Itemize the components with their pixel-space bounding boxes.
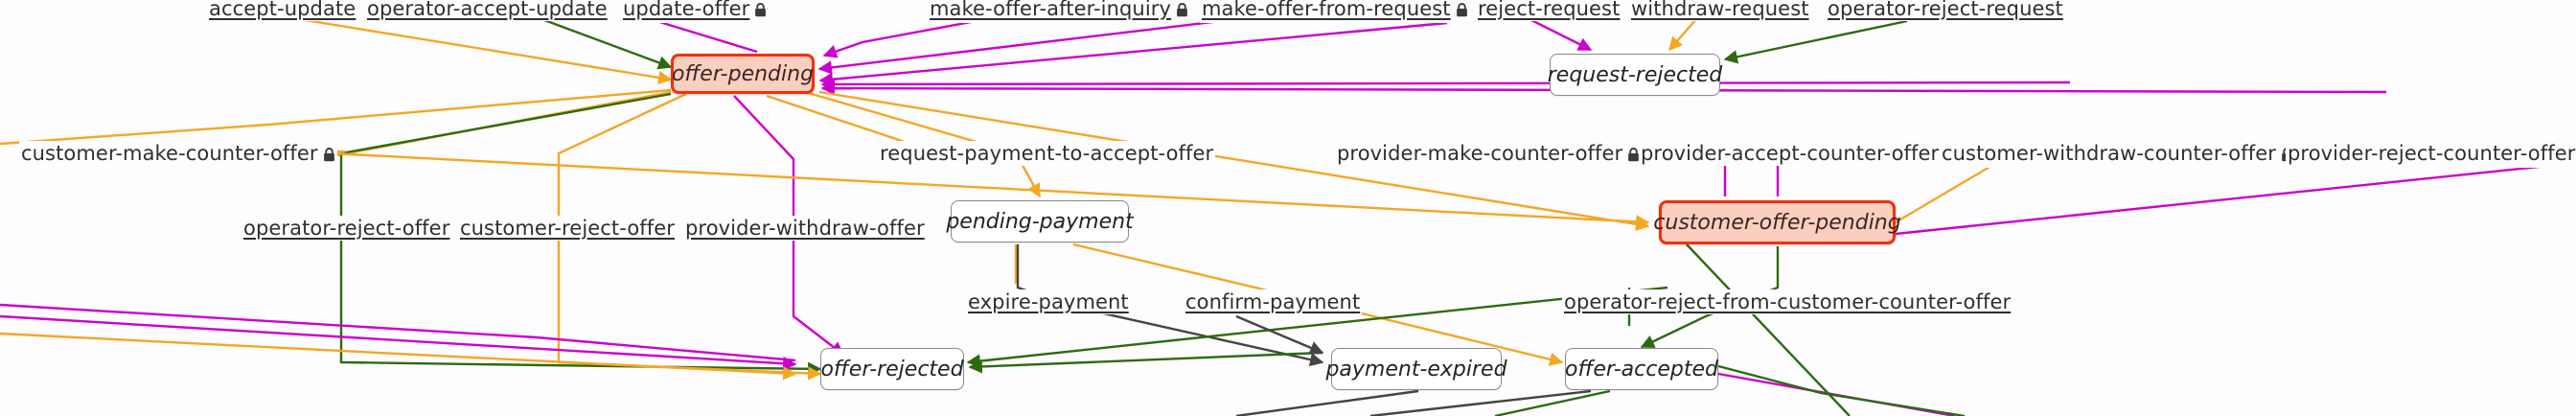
state-node-label: payment-expired (1325, 357, 1507, 381)
edge-reject-request (1529, 17, 1593, 52)
edge-cop-down-green (1686, 243, 1851, 416)
edge-customer-withdraw-counter-offer (0, 314, 797, 371)
state-node-label: customer-offer-pending (1653, 210, 1901, 235)
edge-label-text: customer-make-counter-offer (21, 142, 318, 165)
edge-label-text: operator-reject-offer (243, 217, 450, 240)
edge-label-make-offer-after-inquiry[interactable]: make-offer-after-inquiry (928, 0, 1191, 23)
state-node-offer-accepted[interactable]: offer-accepted (1565, 348, 1718, 390)
edge-label-provider-reject-counter-offer[interactable]: provider-reject-counter-offer (2286, 141, 2576, 168)
edge-label-text: withdraw-request (1631, 0, 1809, 20)
edge-left-in-orange (0, 88, 672, 146)
state-node-label: pending-payment (946, 209, 1134, 234)
edge-label-provider-withdraw-offer[interactable]: provider-withdraw-offer (683, 216, 927, 241)
edge-label-customer-reject-offer[interactable]: customer-reject-offer (458, 216, 678, 241)
edge-label-text: make-offer-from-request (1202, 0, 1451, 20)
edge-label-confirm-payment[interactable]: confirm-payment (1184, 289, 1363, 314)
state-node-customer-offer-pending[interactable]: customer-offer-pending (1653, 200, 1901, 244)
state-node-label: offer-rejected (820, 357, 964, 381)
edge-withdraw-request (1668, 18, 1697, 52)
edge-label-text: update-offer (623, 0, 750, 20)
edge-cop-to-offer-rejected (966, 286, 1668, 368)
edge-label-text: confirm-payment (1185, 290, 1361, 313)
state-node-label: offer-accepted (1565, 357, 1718, 381)
edge-update-offer (643, 15, 758, 54)
edge-label-operator-reject-request[interactable]: operator-reject-request (1826, 0, 2065, 21)
edge-oa-out-green-2 (1717, 364, 1966, 416)
lock-icon (1627, 143, 1640, 168)
edge-label-text: expire-payment (968, 290, 1129, 313)
state-node-payment-expired[interactable]: payment-expired (1325, 348, 1507, 390)
lock-icon (1176, 0, 1188, 23)
edge-label-text: provider-make-counter-offer (1337, 142, 1623, 165)
edge-oa-out-dark (1369, 389, 1592, 416)
state-node-request-rejected[interactable]: request-rejected (1547, 54, 1723, 96)
edge-label-operator-reject-from-customer-counter-offer[interactable]: operator-reject-from-customer-counter-of… (1562, 289, 2013, 314)
state-node-pending-payment[interactable]: pending-payment (946, 200, 1134, 243)
edge-provider-make-counter-offer (820, 77, 2071, 92)
edge-label-text: operator-reject-from-customer-counter-of… (1564, 290, 2012, 313)
edge-label-provider-accept-counter-offer[interactable]: provider-accept-counter-offer (1639, 141, 1942, 166)
state-node-offer-pending[interactable]: offer-pending (671, 54, 815, 94)
lock-icon (754, 0, 767, 23)
edge-label-text: provider-withdraw-offer (685, 217, 925, 240)
edge-label-expire-payment[interactable]: expire-payment (966, 289, 1131, 314)
edge-cop-out-magenta (1895, 161, 2576, 236)
edge-op-to-customer-offer-pending (818, 90, 1650, 232)
lock-icon (1628, 148, 1640, 162)
edge-make-offer-from-request (817, 17, 1237, 75)
edge-label-text: customer-reject-offer (460, 217, 676, 240)
lock-icon (323, 148, 334, 162)
edge-label-request-payment-to-accept-offer[interactable]: request-payment-to-accept-offer (878, 141, 1216, 166)
state-node-label: offer-pending (671, 61, 815, 86)
edge-accept-update (287, 15, 673, 85)
lock-icon (323, 143, 335, 168)
edge-customer-make-counter-offer (331, 151, 1650, 229)
edge-pe-out (1235, 389, 1419, 416)
lock-icon (1456, 0, 1468, 23)
edge-label-make-offer-from-request[interactable]: make-offer-from-request (1200, 0, 1470, 23)
edge-label-text: provider-accept-counter-offer (1641, 142, 1940, 165)
edge-label-text: customer-withdraw-counter-offer (1942, 142, 2276, 165)
edge-make-offer-extra-1 (818, 21, 1448, 86)
edge-label-update-offer[interactable]: update-offer (621, 0, 770, 23)
edge-label-reject-request[interactable]: reject-request (1476, 0, 1622, 21)
edge-label-text: request-payment-to-accept-offer (880, 142, 1214, 165)
edge-label-operator-reject-offer[interactable]: operator-reject-offer (242, 216, 452, 241)
lock-icon (1456, 3, 1467, 17)
lock-icon (755, 3, 767, 17)
edge-oa-out-green (1494, 389, 1611, 416)
edge-label-customer-make-counter-offer[interactable]: customer-make-counter-offer (19, 141, 337, 168)
state-node-offer-rejected[interactable]: offer-rejected (820, 348, 964, 390)
edge-confirm-payment (1072, 243, 1564, 366)
edge-label-text: operator-accept-update (367, 0, 608, 20)
edge-label-text: operator-reject-request (1828, 0, 2063, 20)
edge-label-accept-update[interactable]: accept-update (207, 0, 358, 21)
lock-icon (1177, 3, 1187, 17)
edge-label-text: make-offer-after-inquiry (930, 0, 1172, 20)
edge-operator-reject-request (1723, 19, 1908, 64)
edge-label-withdraw-request[interactable]: withdraw-request (1629, 0, 1811, 21)
edge-long-magenta-2 (0, 303, 796, 362)
edge-label-text: reject-request (1478, 0, 1621, 20)
state-node-label: request-rejected (1547, 62, 1723, 87)
edge-label-operator-accept-update[interactable]: operator-accept-update (365, 0, 610, 21)
edge-label-text: accept-update (209, 0, 356, 20)
edge-long-orange-to-offer-rejected (0, 332, 797, 381)
edge-label-text: provider-reject-counter-offer (2288, 142, 2576, 165)
edge-green-into-offer-rejected (968, 351, 1323, 374)
edge-operator-reject-offer (339, 92, 822, 377)
edge-dark-into-payment-expired (1235, 314, 1324, 355)
edge-label-customer-withdraw-counter-offer[interactable]: customer-withdraw-counter-offer (1940, 141, 2295, 168)
edge-label-provider-make-counter-offer[interactable]: provider-make-counter-offer (1335, 141, 1643, 168)
edge-operator-accept-update (536, 15, 673, 70)
edge-make-offer-after-inquiry (822, 15, 998, 58)
